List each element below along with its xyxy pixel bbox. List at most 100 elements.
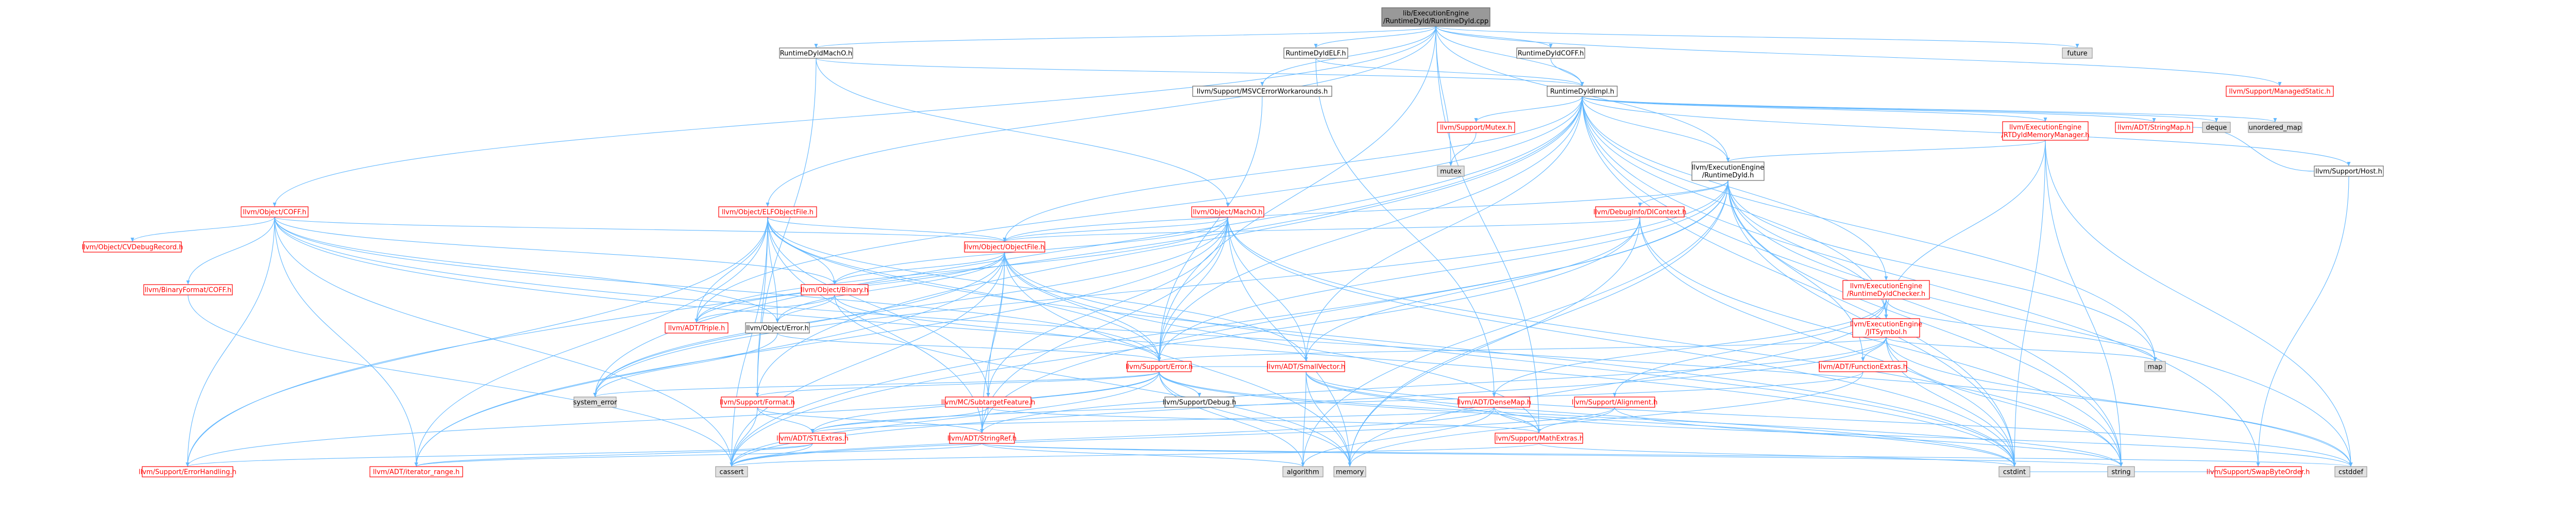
node-strref[interactable]: llvm/ADT/StringRef.h [947, 433, 1016, 444]
dependency-edge-funcx-to-stlx [812, 371, 1863, 434]
arrowhead-objcoff-to-bincoff [186, 280, 190, 285]
node-box-deque [2202, 122, 2231, 133]
node-mutex[interactable]: mutex [1437, 166, 1465, 177]
dependency-edge-elfobj-to-smallvec [767, 217, 1307, 362]
node-map[interactable]: map [2144, 361, 2166, 372]
dependency-edge-elfobj-to-subtgt [767, 217, 989, 398]
node-mstatic[interactable]: llvm/Support/ManagedStatic.h [2226, 86, 2334, 97]
dependency-edge-serr-to-errh [187, 371, 1160, 467]
node-jitsym[interactable]: llvm/ExecutionEngine/JITSymbol.h [1850, 318, 1922, 338]
node-cassert[interactable]: cassert [715, 466, 748, 477]
node-macho[interactable]: RuntimeDyldMachO.h [779, 47, 853, 59]
dependency-edge-machoobj-to-serr [1159, 217, 1228, 362]
node-memory[interactable]: memory [1333, 466, 1366, 477]
node-dyld[interactable]: llvm/ExecutionEngine/RuntimeDyld.h [1691, 161, 1765, 181]
node-syserr[interactable]: system_error [573, 396, 618, 408]
node-densemap[interactable]: llvm/ADT/DenseMap.h [1457, 396, 1531, 408]
node-msvc[interactable]: llvm/Support/MSVCErrorWorkarounds.h [1192, 86, 1332, 97]
dependency-edge-objcoff-to-bincoff [188, 217, 275, 285]
node-checker[interactable]: llvm/ExecutionEngine/RuntimeDyldChecker.… [1842, 280, 1930, 300]
arrowhead-impl-to-host [2347, 162, 2351, 166]
node-cvdbg[interactable]: llvm/Object/CVDebugRecord.h [82, 241, 183, 253]
node-future[interactable]: future [2062, 47, 2093, 59]
node-serr[interactable]: llvm/Support/Error.h [1126, 361, 1193, 372]
node-cstdint[interactable]: cstdint [1998, 466, 2030, 477]
node-swap[interactable]: llvm/Support/SwapByteOrder.h [2207, 466, 2310, 477]
node-label-fmt: llvm/Support/Format.h [720, 399, 795, 407]
node-algorithm[interactable]: algorithm [1282, 466, 1324, 477]
node-funcx[interactable]: llvm/ADT/FunctionExtras.h [1819, 361, 1907, 372]
arrowhead-objfile-to-subtgt [986, 393, 990, 397]
node-deque[interactable]: deque [2202, 122, 2231, 133]
node-dictx[interactable]: llvm/DebugInfo/DIContext.h [1594, 206, 1687, 218]
node-box-umap [2248, 122, 2302, 133]
node-string[interactable]: string [2107, 466, 2135, 477]
node-label-host: llvm/Support/Host.h [2315, 168, 2382, 176]
node-stlx[interactable]: llvm/ADT/STLExtras.h [776, 433, 849, 444]
node-mutexh[interactable]: llvm/Support/Mutex.h [1437, 122, 1515, 133]
node-label-mstatic: llvm/Support/ManagedStatic.h [2229, 88, 2330, 96]
dependency-edge-densemap-to-cassert [731, 407, 1495, 467]
node-triple[interactable]: llvm/ADT/Triple.h [665, 322, 728, 334]
dependency-edge-impl-to-dyld [1582, 96, 1728, 162]
node-label-cvdbg: llvm/Object/CVDebugRecord.h [82, 244, 183, 252]
arrowhead-objfile-to-binary [833, 280, 837, 285]
dependency-edge-impl-to-checker [1582, 96, 1887, 281]
node-errh[interactable]: llvm/Support/ErrorHandling.h [139, 466, 236, 477]
node-align[interactable]: llvm/Support/Alignment.h [1572, 396, 1658, 408]
node-host[interactable]: llvm/Support/Host.h [2314, 166, 2384, 177]
node-sdebug[interactable]: llvm/Support/Debug.h [1163, 396, 1236, 408]
dependency-edge-rtdyld-to-dyld [1727, 140, 2046, 162]
dependency-edge-dyld-to-funcx [1727, 180, 1863, 362]
dependency-edge-serr-to-string [1159, 371, 2122, 467]
node-coff[interactable]: RuntimeDyldCOFF.h [1516, 47, 1585, 59]
dependency-edge-jitsym-to-strref [981, 337, 1887, 434]
dependency-edge-serr-to-syserr [595, 371, 1160, 398]
node-binary[interactable]: llvm/Object/Binary.h [801, 284, 869, 295]
node-umap[interactable]: unordered_map [2248, 122, 2302, 133]
dependency-edge-checker-to-map [1886, 299, 2156, 362]
node-objerr[interactable]: llvm/Object/Error.h [745, 322, 810, 334]
dependency-edge-objcoff-to-objfile [274, 217, 1005, 242]
node-box-syserr [573, 396, 617, 408]
node-box-mutexh [1437, 122, 1515, 133]
node-box-serr [1127, 361, 1192, 372]
node-objfile[interactable]: llvm/Object/ObjectFile.h [964, 241, 1045, 253]
node-objcoff[interactable]: llvm/Object/COFF.h [241, 206, 309, 218]
node-fmt[interactable]: llvm/Support/Format.h [720, 396, 795, 408]
dependency-edge-impl-to-cstdint [1582, 96, 2015, 467]
dependency-edge-machoobj-to-strref [981, 217, 1228, 434]
node-impl[interactable]: RuntimeDyldImpl.h [1547, 86, 1618, 97]
node-box-coff [1516, 47, 1585, 59]
node-mathx[interactable]: llvm/Support/MathExtras.h [1494, 433, 1584, 444]
arrowhead-impl-to-rtdyld [2043, 118, 2047, 122]
node-elf[interactable]: RuntimeDyldELF.h [1283, 47, 1348, 59]
dependency-edge-dictx-to-memory [1349, 217, 1640, 467]
dependency-edge-jitsym-to-map [1886, 337, 2156, 362]
node-strmap[interactable]: llvm/ADT/StringMap.h [2115, 122, 2193, 133]
dependency-edge-impl-to-umap [1582, 96, 2276, 123]
dependency-edge-densemap-to-stlx [812, 407, 1495, 434]
node-rtdyld[interactable]: llvm/ExecutionEngine/RTDyldMemoryManager… [2001, 121, 2090, 141]
dependency-edge-elf-to-impl [1315, 58, 1583, 87]
dependency-edge-funcx-to-memory [1349, 371, 1863, 467]
node-subtgt[interactable]: llvm/MC/SubtargetFeature.h [941, 396, 1035, 408]
node-smallvec[interactable]: llvm/ADT/SmallVector.h [1267, 361, 1345, 372]
node-cstddef[interactable]: cstddef [2334, 466, 2367, 477]
dependency-edge-smallvec-to-memory [1306, 371, 1350, 467]
arrowhead-checker-to-densemap [1492, 393, 1496, 397]
node-machoobj[interactable]: llvm/Object/MachO.h [1191, 206, 1264, 218]
node-label-align: llvm/Support/Alignment.h [1572, 399, 1658, 407]
node-bincoff[interactable]: llvm/BinaryFormat/COFF.h [143, 284, 233, 295]
node-box-jitsym [1852, 318, 1920, 338]
dependency-edge-impl-to-host [1582, 96, 2349, 167]
node-elfobj[interactable]: llvm/Object/ELFObjectFile.h [718, 206, 817, 218]
node-box-stlx [779, 433, 846, 444]
node-box-smallvec [1267, 361, 1345, 372]
dependency-edge-rtdyld-to-cstdint [2014, 140, 2046, 467]
node-box-triple [665, 322, 728, 334]
dependency-edge-objcoff-to-serr [274, 217, 1160, 362]
nodes-layer: lib/ExecutionEngine/RuntimeDyld/RuntimeD… [82, 7, 2384, 477]
node-iterrange[interactable]: llvm/ADT/iterator_range.h [369, 466, 463, 477]
dependency-edge-objfile-to-serr [1004, 252, 1160, 362]
